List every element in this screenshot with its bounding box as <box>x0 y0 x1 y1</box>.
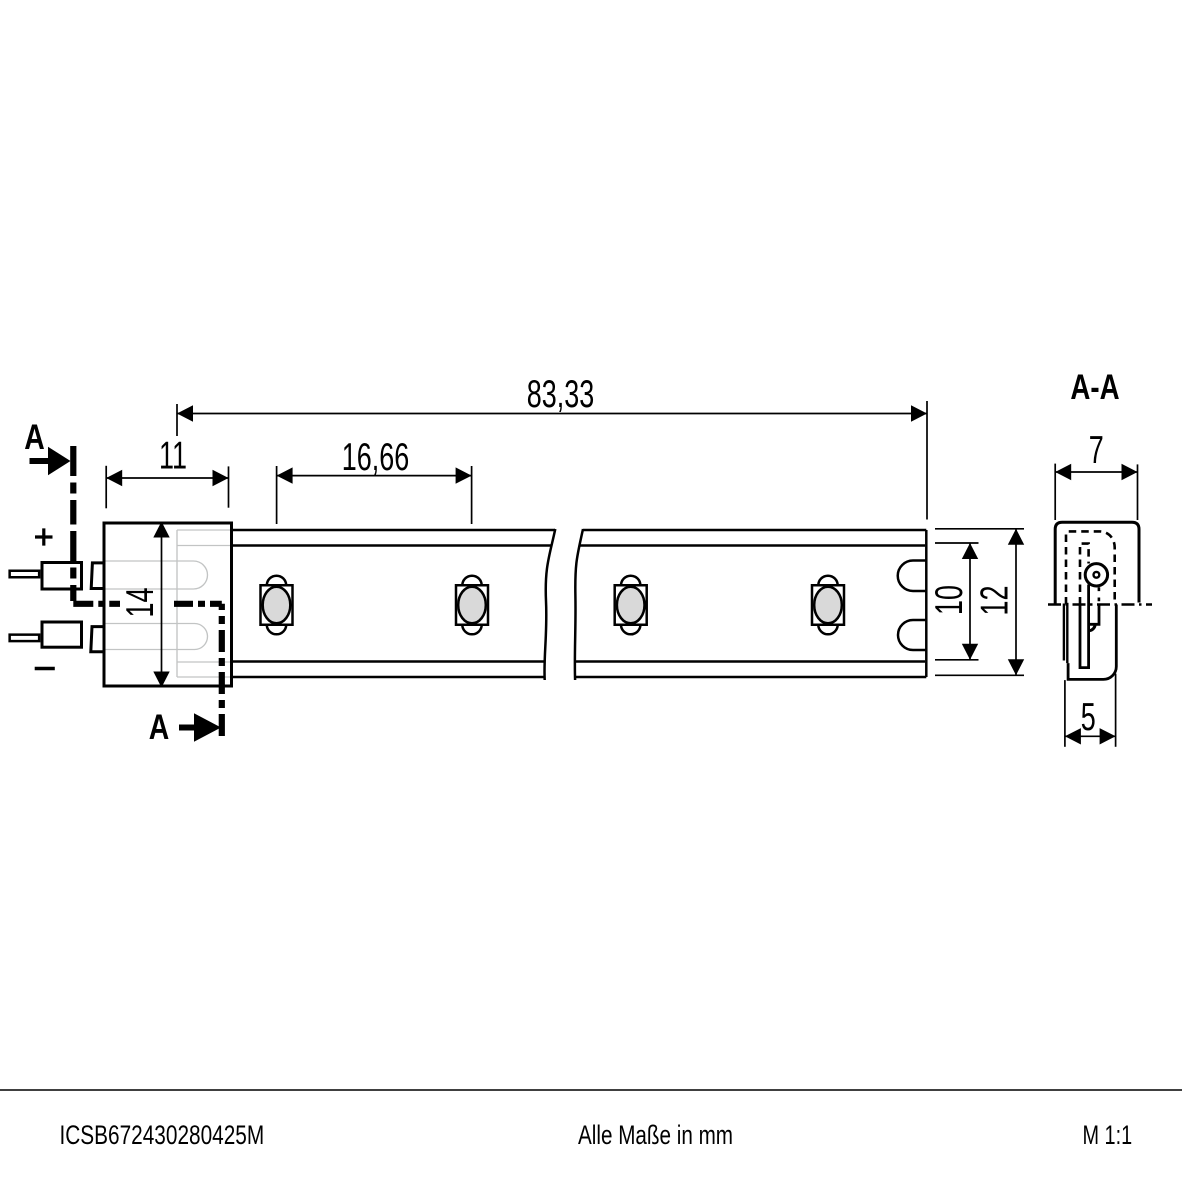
svg-text:16,66: 16,66 <box>342 436 409 479</box>
svg-text:83,33: 83,33 <box>527 373 594 416</box>
svg-text:5: 5 <box>1081 696 1096 739</box>
svg-text:A: A <box>24 417 44 457</box>
svg-text:A-A: A-A <box>1070 367 1119 407</box>
svg-text:10: 10 <box>928 585 971 615</box>
svg-text:A: A <box>149 707 169 747</box>
svg-text:11: 11 <box>159 435 187 478</box>
svg-text:12: 12 <box>974 586 1017 616</box>
svg-text:ICSB672430280425M: ICSB672430280425M <box>60 1120 265 1150</box>
svg-text:7: 7 <box>1089 429 1104 472</box>
svg-text:M 1:1: M 1:1 <box>1083 1120 1133 1151</box>
svg-text:Alle Maße in mm: Alle Maße in mm <box>578 1120 733 1150</box>
svg-text:14: 14 <box>119 588 162 618</box>
